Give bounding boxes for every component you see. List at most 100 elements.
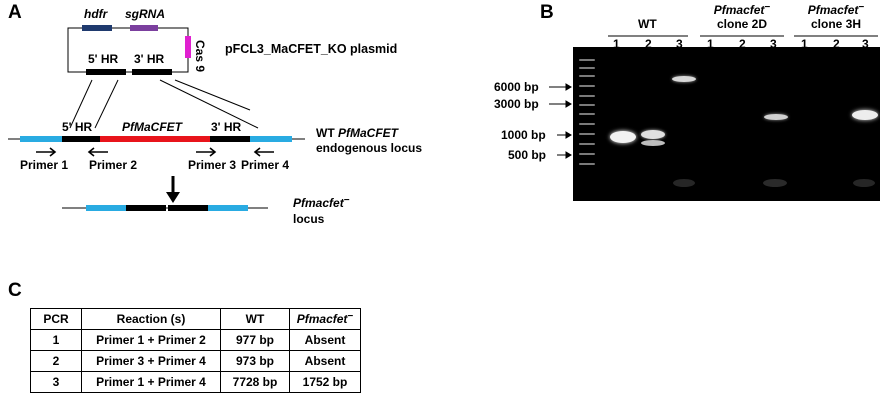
wt-hr3 [210, 136, 250, 142]
hr3-plasmid-label: 3' HR [134, 52, 165, 66]
lane-label: 3 [676, 37, 683, 51]
table-cell: Primer 1 + Primer 4 [81, 371, 221, 393]
table-cell: Absent [289, 329, 361, 351]
primer-3-label: Primer 3 [188, 158, 237, 172]
hr5-plasmid-label: 5' HR [88, 52, 119, 66]
band-wt-lane1 [610, 131, 636, 143]
wt-hr5 [62, 136, 100, 142]
header-cell: PCR [30, 308, 82, 330]
lane-label: 3 [862, 37, 869, 51]
pcr-table: PCR Reaction (s) WT Pfmacfet− 1 Primer 1… [30, 308, 361, 393]
ladder-band [579, 85, 595, 87]
group-3h-label: Pfmacfet− clone 3H [802, 2, 870, 31]
hdfr-label: hdfr [84, 7, 108, 21]
group-2d-sup: − [764, 2, 771, 13]
table-cell: Absent [289, 350, 361, 372]
marker-6000: 6000 bp [494, 80, 539, 94]
table-cell: 977 bp [220, 329, 290, 351]
table-cell: 1752 bp [289, 371, 361, 393]
ladder-band [579, 113, 595, 115]
band-wt-lane2-lower [641, 140, 665, 146]
gel-image [573, 47, 880, 201]
lane-label: 2 [645, 37, 652, 51]
cas9-box [185, 36, 191, 58]
table-cell: Primer 3 + Primer 4 [81, 350, 221, 372]
ko-flank-right [208, 205, 248, 211]
panel-letter-c: C [8, 280, 22, 301]
lane-label: 1 [707, 37, 714, 51]
group-wt-label: WT [638, 17, 657, 31]
band-2d-lane3 [764, 114, 788, 120]
gene-label: PfMaCFET [122, 120, 182, 134]
primer-dimer-smear [853, 179, 875, 187]
ko-suffix: locus [293, 212, 325, 226]
lane-label: 1 [613, 37, 620, 51]
sgrna-label: sgRNA [125, 7, 166, 21]
header-ko-name: Pfmacfet [296, 312, 348, 326]
ko-name: Pfmacfet [293, 196, 344, 210]
table-row: 1 Primer 1 + Primer 2 977 bp Absent [30, 329, 361, 351]
panel-letter-a: A [8, 2, 22, 23]
hr3-wt-label: 3' HR [211, 120, 242, 134]
wt-flank-right [250, 136, 292, 142]
primer-1-label: Primer 1 [20, 158, 69, 172]
hr3-plasmid [132, 69, 172, 75]
table-cell: 7728 bp [220, 371, 290, 393]
header-cell: Reaction (s) [81, 308, 221, 330]
group-3h-sub: clone 3H [810, 17, 861, 31]
ladder-band [579, 75, 595, 77]
table-cell: 3 [30, 371, 82, 393]
ladder-band [579, 95, 595, 97]
primer-2-label: Primer 2 [89, 158, 138, 172]
ladder-band [579, 163, 595, 165]
primer-dimer-smear [673, 179, 695, 187]
lane-label: 2 [739, 37, 746, 51]
band-wt-lane3 [672, 76, 696, 82]
marker-1000: 1000 bp [501, 128, 546, 142]
ko-hr3 [168, 205, 208, 211]
wt-gene [100, 136, 210, 142]
lane-label: 3 [770, 37, 777, 51]
hr5-plasmid [86, 69, 126, 75]
header-cell: WT [220, 308, 290, 330]
group-3h-name: Pfmacfet [807, 3, 859, 17]
group-3h-sup: − [858, 2, 865, 13]
wt-flank-left [20, 136, 62, 142]
table-cell: Primer 1 + Primer 2 [81, 329, 221, 351]
ladder-band [579, 123, 595, 125]
group-2d-label: Pfmacfet− clone 2D [708, 2, 776, 31]
ko-hr5 [126, 205, 166, 211]
lane-label: 1 [801, 37, 808, 51]
table-row: 3 Primer 1 + Primer 4 7728 bp 1752 bp [30, 371, 361, 393]
sgrna-box [130, 25, 158, 31]
ladder-band [579, 133, 595, 135]
marker-500: 500 bp [508, 148, 547, 162]
wt-locus-label: WT PfMaCFET endogenous locus [316, 126, 422, 156]
wt-gene-name: PfMaCFET [338, 126, 398, 140]
ladder-band [579, 104, 595, 106]
ladder-band [579, 67, 595, 69]
header-ko-sup: − [347, 311, 354, 322]
marker-3000: 3000 bp [494, 97, 539, 111]
ladder-band [579, 143, 595, 145]
table-cell: 973 bp [220, 350, 290, 372]
header-cell: Pfmacfet− [289, 308, 361, 330]
hr5-wt-label: 5' HR [62, 120, 93, 134]
table-cell: 1 [30, 329, 82, 351]
band-wt-lane2 [641, 130, 665, 139]
ladder-band [579, 153, 595, 155]
wt-suffix: endogenous locus [316, 141, 423, 155]
band-3h-lane3 [852, 110, 878, 120]
ko-sup: − [343, 195, 350, 206]
ladder-band [579, 59, 595, 61]
primer-4-label: Primer 4 [241, 158, 290, 172]
group-2d-sub: clone 2D [716, 17, 767, 31]
plasmid-label: pFCL3_MaCFET_KO plasmid [225, 42, 398, 56]
wt-prefix: WT [316, 126, 338, 140]
ko-locus-label: Pfmacfet− locus [293, 195, 350, 227]
table-row: 2 Primer 3 + Primer 4 973 bp Absent [30, 350, 361, 372]
table-cell: 2 [30, 350, 82, 372]
cas9-label: Cas 9 [193, 40, 207, 73]
lane-label: 2 [833, 37, 840, 51]
